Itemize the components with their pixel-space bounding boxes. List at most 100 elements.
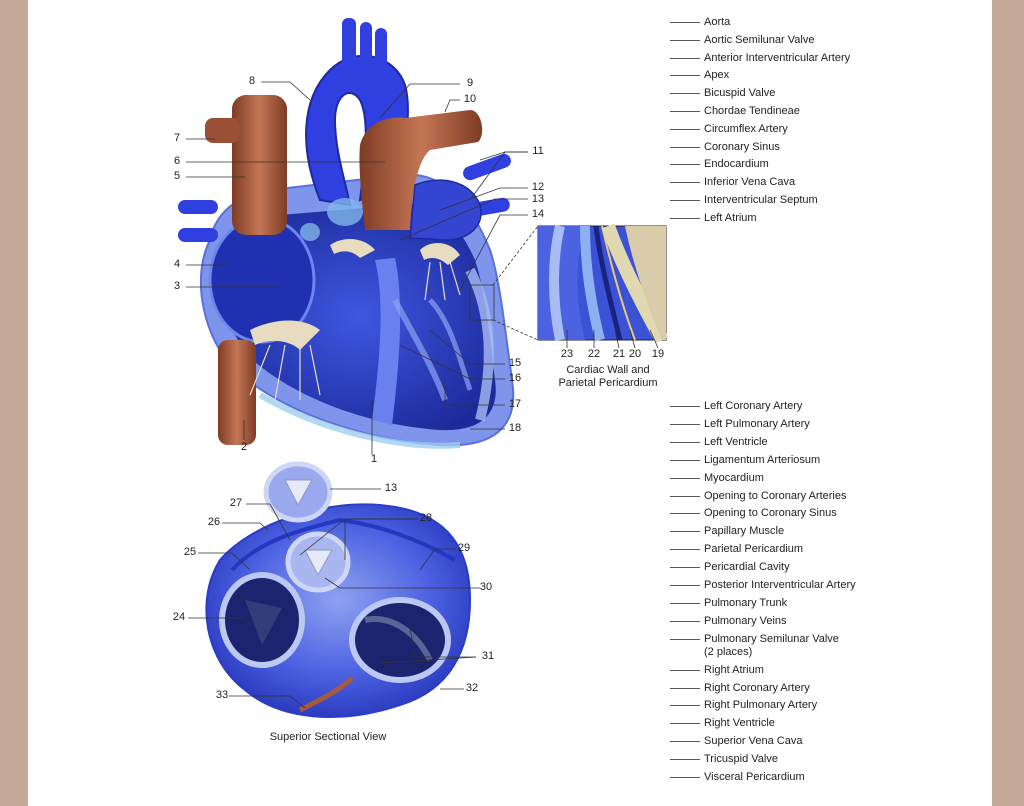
term-item: Superior Vena Cava bbox=[670, 735, 802, 748]
answer-blank-line bbox=[670, 441, 700, 443]
cardiac-wall-inset bbox=[469, 223, 669, 344]
term-label: Interventricular Septum bbox=[704, 194, 818, 206]
term-item: Pulmonary Veins bbox=[670, 615, 787, 628]
term-item: Ligamentum Arteriosum bbox=[670, 454, 820, 467]
term-item: Right Atrium bbox=[670, 664, 764, 677]
bicuspid-valve-ring bbox=[349, 597, 451, 683]
answer-blank-line bbox=[670, 477, 700, 479]
term-item: Bicuspid Valve bbox=[670, 87, 775, 100]
pulmonary-trunk bbox=[359, 110, 483, 230]
answer-blank-line bbox=[670, 128, 700, 130]
inset-caption-line1: Cardiac Wall and bbox=[566, 364, 650, 376]
term-item: Apex bbox=[670, 69, 729, 82]
label-1: 1 bbox=[370, 453, 378, 465]
left-atrium bbox=[409, 179, 482, 241]
term-label: Opening to Coronary Arteries bbox=[704, 489, 847, 502]
term-label: Ligamentum Arteriosum bbox=[704, 453, 821, 466]
term-label: Pericardial Cavity bbox=[704, 561, 790, 574]
answer-blank-line bbox=[670, 111, 700, 112]
answer-blank-line bbox=[670, 513, 700, 515]
term-label: Anterior Interventricular Artery bbox=[704, 51, 851, 64]
term-item: Right Coronary Artery bbox=[670, 682, 810, 695]
term-label: Endocardium bbox=[704, 158, 769, 171]
answer-blank-line bbox=[670, 182, 700, 184]
label-25: 25 bbox=[183, 546, 197, 558]
term-label: Apex bbox=[704, 69, 730, 82]
term-label: Aortic Semilunar Valve bbox=[704, 33, 815, 46]
label-20: 20 bbox=[628, 348, 642, 360]
term-label: Inferior Vena Cava bbox=[704, 176, 796, 189]
label-23: 23 bbox=[560, 348, 574, 360]
answer-blank-line bbox=[670, 423, 700, 425]
term-item: Interventricular Septum bbox=[670, 194, 818, 207]
answer-blank-line bbox=[670, 495, 700, 497]
answer-blank-line bbox=[670, 638, 700, 640]
label-4: 4 bbox=[173, 258, 181, 270]
term-label: Coronary Sinus bbox=[704, 140, 780, 153]
answer-blank-line bbox=[670, 620, 700, 622]
term-item: Left Pulmonary Artery bbox=[670, 418, 810, 431]
label-15: 15 bbox=[508, 357, 522, 369]
answer-blank-line bbox=[670, 705, 700, 707]
term-label: Myocardium bbox=[704, 471, 764, 484]
answer-blank-line bbox=[670, 602, 700, 604]
label-3: 3 bbox=[173, 280, 181, 292]
answer-blank-line bbox=[670, 93, 700, 95]
term-item: Left Coronary Artery bbox=[670, 400, 802, 413]
answer-blank-line bbox=[670, 567, 700, 569]
answer-blank-line bbox=[670, 22, 700, 23]
label-13-bottom: 13 bbox=[384, 482, 398, 494]
term-label: Left Pulmonary Artery bbox=[704, 417, 810, 430]
term-item: Left Ventricle bbox=[670, 436, 768, 449]
term-item: Papillary Muscle bbox=[670, 525, 784, 538]
term-label: Tricuspid Valve bbox=[704, 753, 778, 766]
term-item: Left Atrium bbox=[670, 212, 757, 225]
label-30: 30 bbox=[479, 581, 493, 593]
term-label: Bicuspid Valve bbox=[704, 87, 776, 100]
term-label: Right Ventricle bbox=[704, 717, 775, 730]
term-item: Chordae Tendineae bbox=[670, 105, 800, 118]
superior-view-caption: Superior Sectional View bbox=[269, 731, 387, 743]
inferior-vena-cava bbox=[218, 340, 256, 445]
interventricular-septum-shape bbox=[372, 258, 401, 425]
term-label: Right Pulmonary Artery bbox=[704, 699, 818, 712]
term-item: Myocardium bbox=[670, 472, 764, 485]
label-11: 11 bbox=[532, 145, 544, 157]
answer-blank-line bbox=[670, 531, 700, 533]
answer-blank-line bbox=[670, 687, 700, 689]
answer-blank-line bbox=[670, 759, 700, 761]
answer-blank-line bbox=[670, 200, 700, 201]
label-22: 22 bbox=[587, 348, 601, 360]
answer-blank-line bbox=[670, 669, 700, 671]
label-31: 31 bbox=[481, 650, 495, 662]
label-16: 16 bbox=[508, 372, 522, 384]
answer-blank-line bbox=[670, 146, 700, 148]
term-item: Circumflex Artery bbox=[670, 123, 788, 136]
term-label: Chordae Tendineae bbox=[704, 105, 800, 117]
answer-blank-line bbox=[670, 39, 700, 41]
answer-blank-line bbox=[670, 164, 700, 166]
answer-blank-line bbox=[670, 57, 700, 59]
tricuspid-valve-shape bbox=[250, 320, 320, 350]
term-item: Opening to Coronary Arteries bbox=[670, 490, 846, 503]
heart-superior-section bbox=[205, 461, 472, 718]
label-10: 10 bbox=[463, 93, 477, 105]
term-label: Parietal Pericardium bbox=[704, 543, 804, 556]
heart-frontal-section bbox=[178, 18, 669, 718]
label-27: 27 bbox=[229, 497, 243, 509]
label-8: 8 bbox=[248, 75, 256, 87]
answer-blank-line bbox=[670, 723, 700, 725]
worksheet-page: 1 2 3 4 5 6 7 8 9 10 11 12 13 14 15 16 1… bbox=[28, 0, 992, 806]
term-item: Anterior Interventricular Artery bbox=[670, 52, 850, 65]
term-label: Opening to Coronary Sinus bbox=[704, 507, 837, 520]
label-5: 5 bbox=[173, 170, 181, 182]
term-item: Opening to Coronary Sinus bbox=[670, 507, 837, 520]
label-32: 32 bbox=[465, 682, 479, 694]
answer-blank-line bbox=[670, 741, 700, 743]
label-6: 6 bbox=[173, 155, 181, 167]
label-28: 28 bbox=[419, 512, 433, 524]
answer-blank-line bbox=[670, 459, 700, 461]
term-label: Pulmonary Semilunar Valve (2 places) bbox=[704, 632, 839, 658]
coronary-sinus-vessel bbox=[298, 676, 354, 713]
label-19: 19 bbox=[651, 348, 665, 360]
